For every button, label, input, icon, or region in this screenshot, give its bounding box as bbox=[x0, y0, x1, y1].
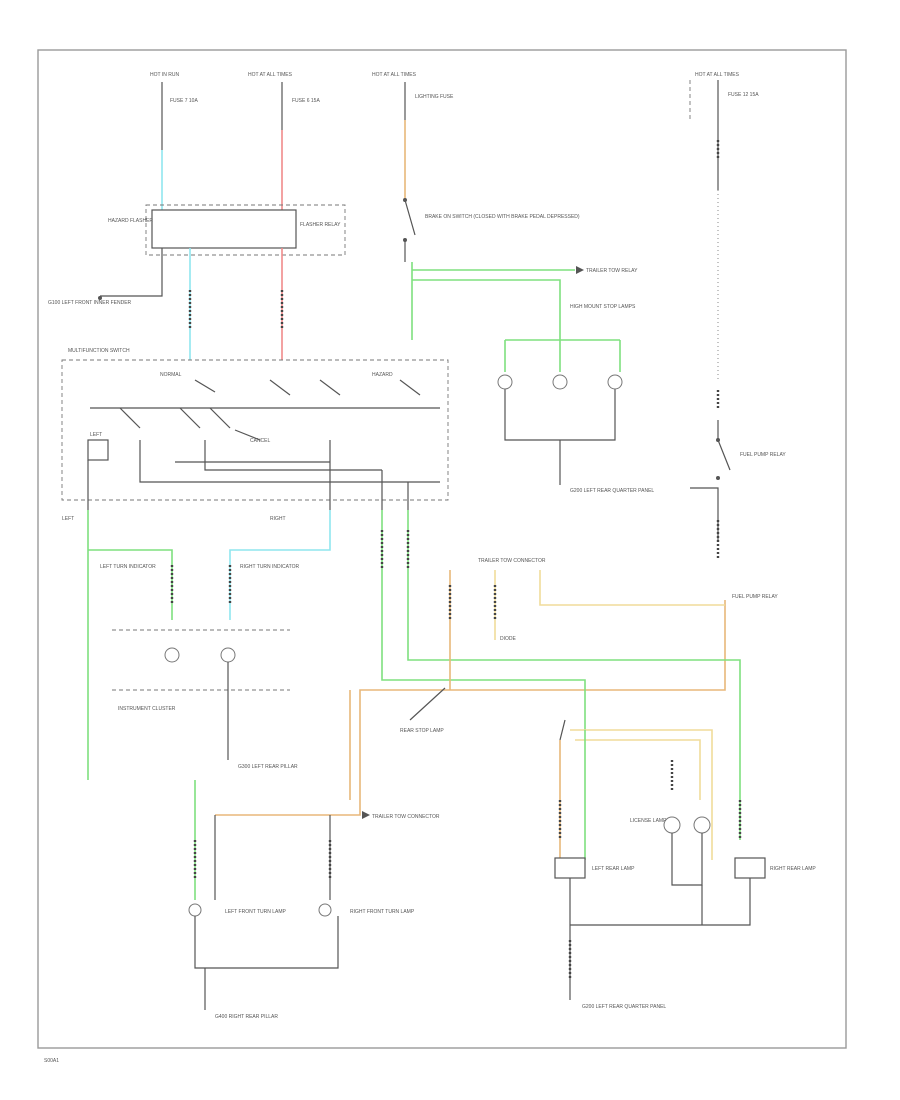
multifunction-switch: MULTIFUNCTION SWITCH NORMAL HAZARD CANCE… bbox=[61, 348, 449, 510]
fuse-a-name-label: FUSE 7 10A bbox=[170, 98, 198, 104]
switch-cancel-label: CANCEL bbox=[250, 438, 271, 444]
left-front-turn-bulb bbox=[188, 903, 202, 917]
ground-c-label: G300 LEFT REAR PILLAR bbox=[238, 764, 298, 770]
brake-switch-label: BRAKE ON SWITCH (CLOSED WITH BRAKE PEDAL… bbox=[425, 214, 580, 220]
trailer-connector-label: TRAILER TOW CONNECTOR bbox=[478, 558, 546, 564]
flasher-box bbox=[151, 209, 297, 249]
switch-normal-label: NORMAL bbox=[160, 372, 182, 378]
multifunction-switch-label: MULTIFUNCTION SWITCH bbox=[68, 348, 130, 354]
front-turn-lamps: LEFT FRONT TURN LAMP RIGHT FRONT TURN LA… bbox=[188, 600, 726, 1020]
right-turn-indicator-label: RIGHT TURN INDICATOR bbox=[240, 564, 299, 570]
hi-mount-bulb-1 bbox=[497, 374, 513, 390]
fuse-b-source-label: HOT AT ALL TIMES bbox=[248, 72, 293, 78]
flasher-left-label: HAZARD FLASHER bbox=[108, 218, 153, 224]
license-lamp-label: LICENSE LAMP bbox=[630, 818, 667, 824]
instrument-cluster: LEFT RIGHT LEFT TURN INDICATOR RIGHT TUR… bbox=[62, 510, 331, 780]
right-front-turn-label: RIGHT FRONT TURN LAMP bbox=[350, 909, 415, 915]
fuse-d-name-label: FUSE 12 15A bbox=[728, 92, 759, 98]
right-front-turn-bulb bbox=[318, 903, 332, 917]
switch-left-label: LEFT bbox=[90, 432, 102, 438]
left-turn-indicator-label: LEFT TURN INDICATOR bbox=[100, 564, 156, 570]
fuse-c-name-label: LIGHTING FUSE bbox=[415, 94, 454, 100]
left-indicator-bulb bbox=[164, 647, 180, 663]
ground-a-label: G100 LEFT FRONT INNER FENDER bbox=[48, 300, 132, 306]
right-bus-label: RIGHT bbox=[270, 516, 286, 522]
fuse-b-name-label: FUSE 6 15A bbox=[292, 98, 320, 104]
fuse-a-source-label: HOT IN RUN bbox=[150, 72, 179, 78]
left-rear-lamp-label: LEFT REAR LAMP bbox=[592, 866, 635, 872]
fuse-c-feed: HOT AT ALL TIMES LIGHTING FUSE bbox=[372, 72, 454, 200]
right-indicator-bulb bbox=[220, 647, 236, 663]
right-rear-lamp-label: RIGHT REAR LAMP bbox=[770, 866, 816, 872]
license-bulb-2 bbox=[693, 816, 711, 834]
ground-d-label: G400 RIGHT REAR PILLAR bbox=[215, 1014, 278, 1020]
right-rear-lamp bbox=[734, 857, 766, 879]
instrument-cluster-label: INSTRUMENT CLUSTER bbox=[118, 706, 176, 712]
fuse-a-feed: HOT IN RUN FUSE 7 10A bbox=[150, 72, 198, 210]
trailer-tow-connector-label: TRAILER TOW CONNECTOR bbox=[372, 814, 440, 820]
fuel-switch-label: FUEL PUMP RELAY bbox=[740, 452, 786, 458]
diode-label: DIODE bbox=[500, 636, 517, 642]
left-bus-label: LEFT bbox=[62, 516, 74, 522]
figure-id: S00A1 bbox=[44, 1058, 59, 1064]
trailer-relay-label: TRAILER TOW RELAY bbox=[586, 268, 638, 274]
fuse-d-feed: HOT AT ALL TIMES FUSE 12 15A bbox=[689, 72, 759, 410]
left-rear-lamp bbox=[554, 857, 586, 879]
fuse-c-source-label: HOT AT ALL TIMES bbox=[372, 72, 417, 78]
rear-stop-lamp-label: REAR STOP LAMP bbox=[400, 728, 444, 734]
ground-b-label: G200 LEFT REAR QUARTER PANEL bbox=[570, 488, 654, 494]
hi-mount-bulb-2 bbox=[552, 374, 568, 390]
switch-hazard-label: HAZARD bbox=[372, 372, 393, 378]
hi-mount-label: HIGH MOUNT STOP LAMPS bbox=[570, 304, 636, 310]
brake-switch: BRAKE ON SWITCH (CLOSED WITH BRAKE PEDAL… bbox=[403, 198, 638, 340]
fuel-pump-relay-label: FUEL PUMP RELAY bbox=[732, 594, 778, 600]
trailer-rear-section: TRAILER TOW CONNECTOR DIODE FUEL PUMP RE… bbox=[349, 510, 816, 1010]
ground-e-label: G200 LEFT REAR QUARTER PANEL bbox=[582, 1004, 666, 1010]
diagram-frame bbox=[37, 49, 847, 1049]
fuse-b-feed: HOT AT ALL TIMES FUSE 6 15A bbox=[248, 72, 320, 210]
flasher-right-label: FLASHER RELAY bbox=[300, 222, 341, 228]
fuse-d-source-label: HOT AT ALL TIMES bbox=[695, 72, 740, 78]
hi-mount-bulb-3 bbox=[607, 374, 623, 390]
fuel-switch: FUEL PUMP RELAY bbox=[690, 420, 786, 560]
high-mount-stop-lamps: HIGH MOUNT STOP LAMPS G200 LEFT REAR QUA… bbox=[497, 304, 654, 494]
left-front-turn-label: LEFT FRONT TURN LAMP bbox=[225, 909, 287, 915]
